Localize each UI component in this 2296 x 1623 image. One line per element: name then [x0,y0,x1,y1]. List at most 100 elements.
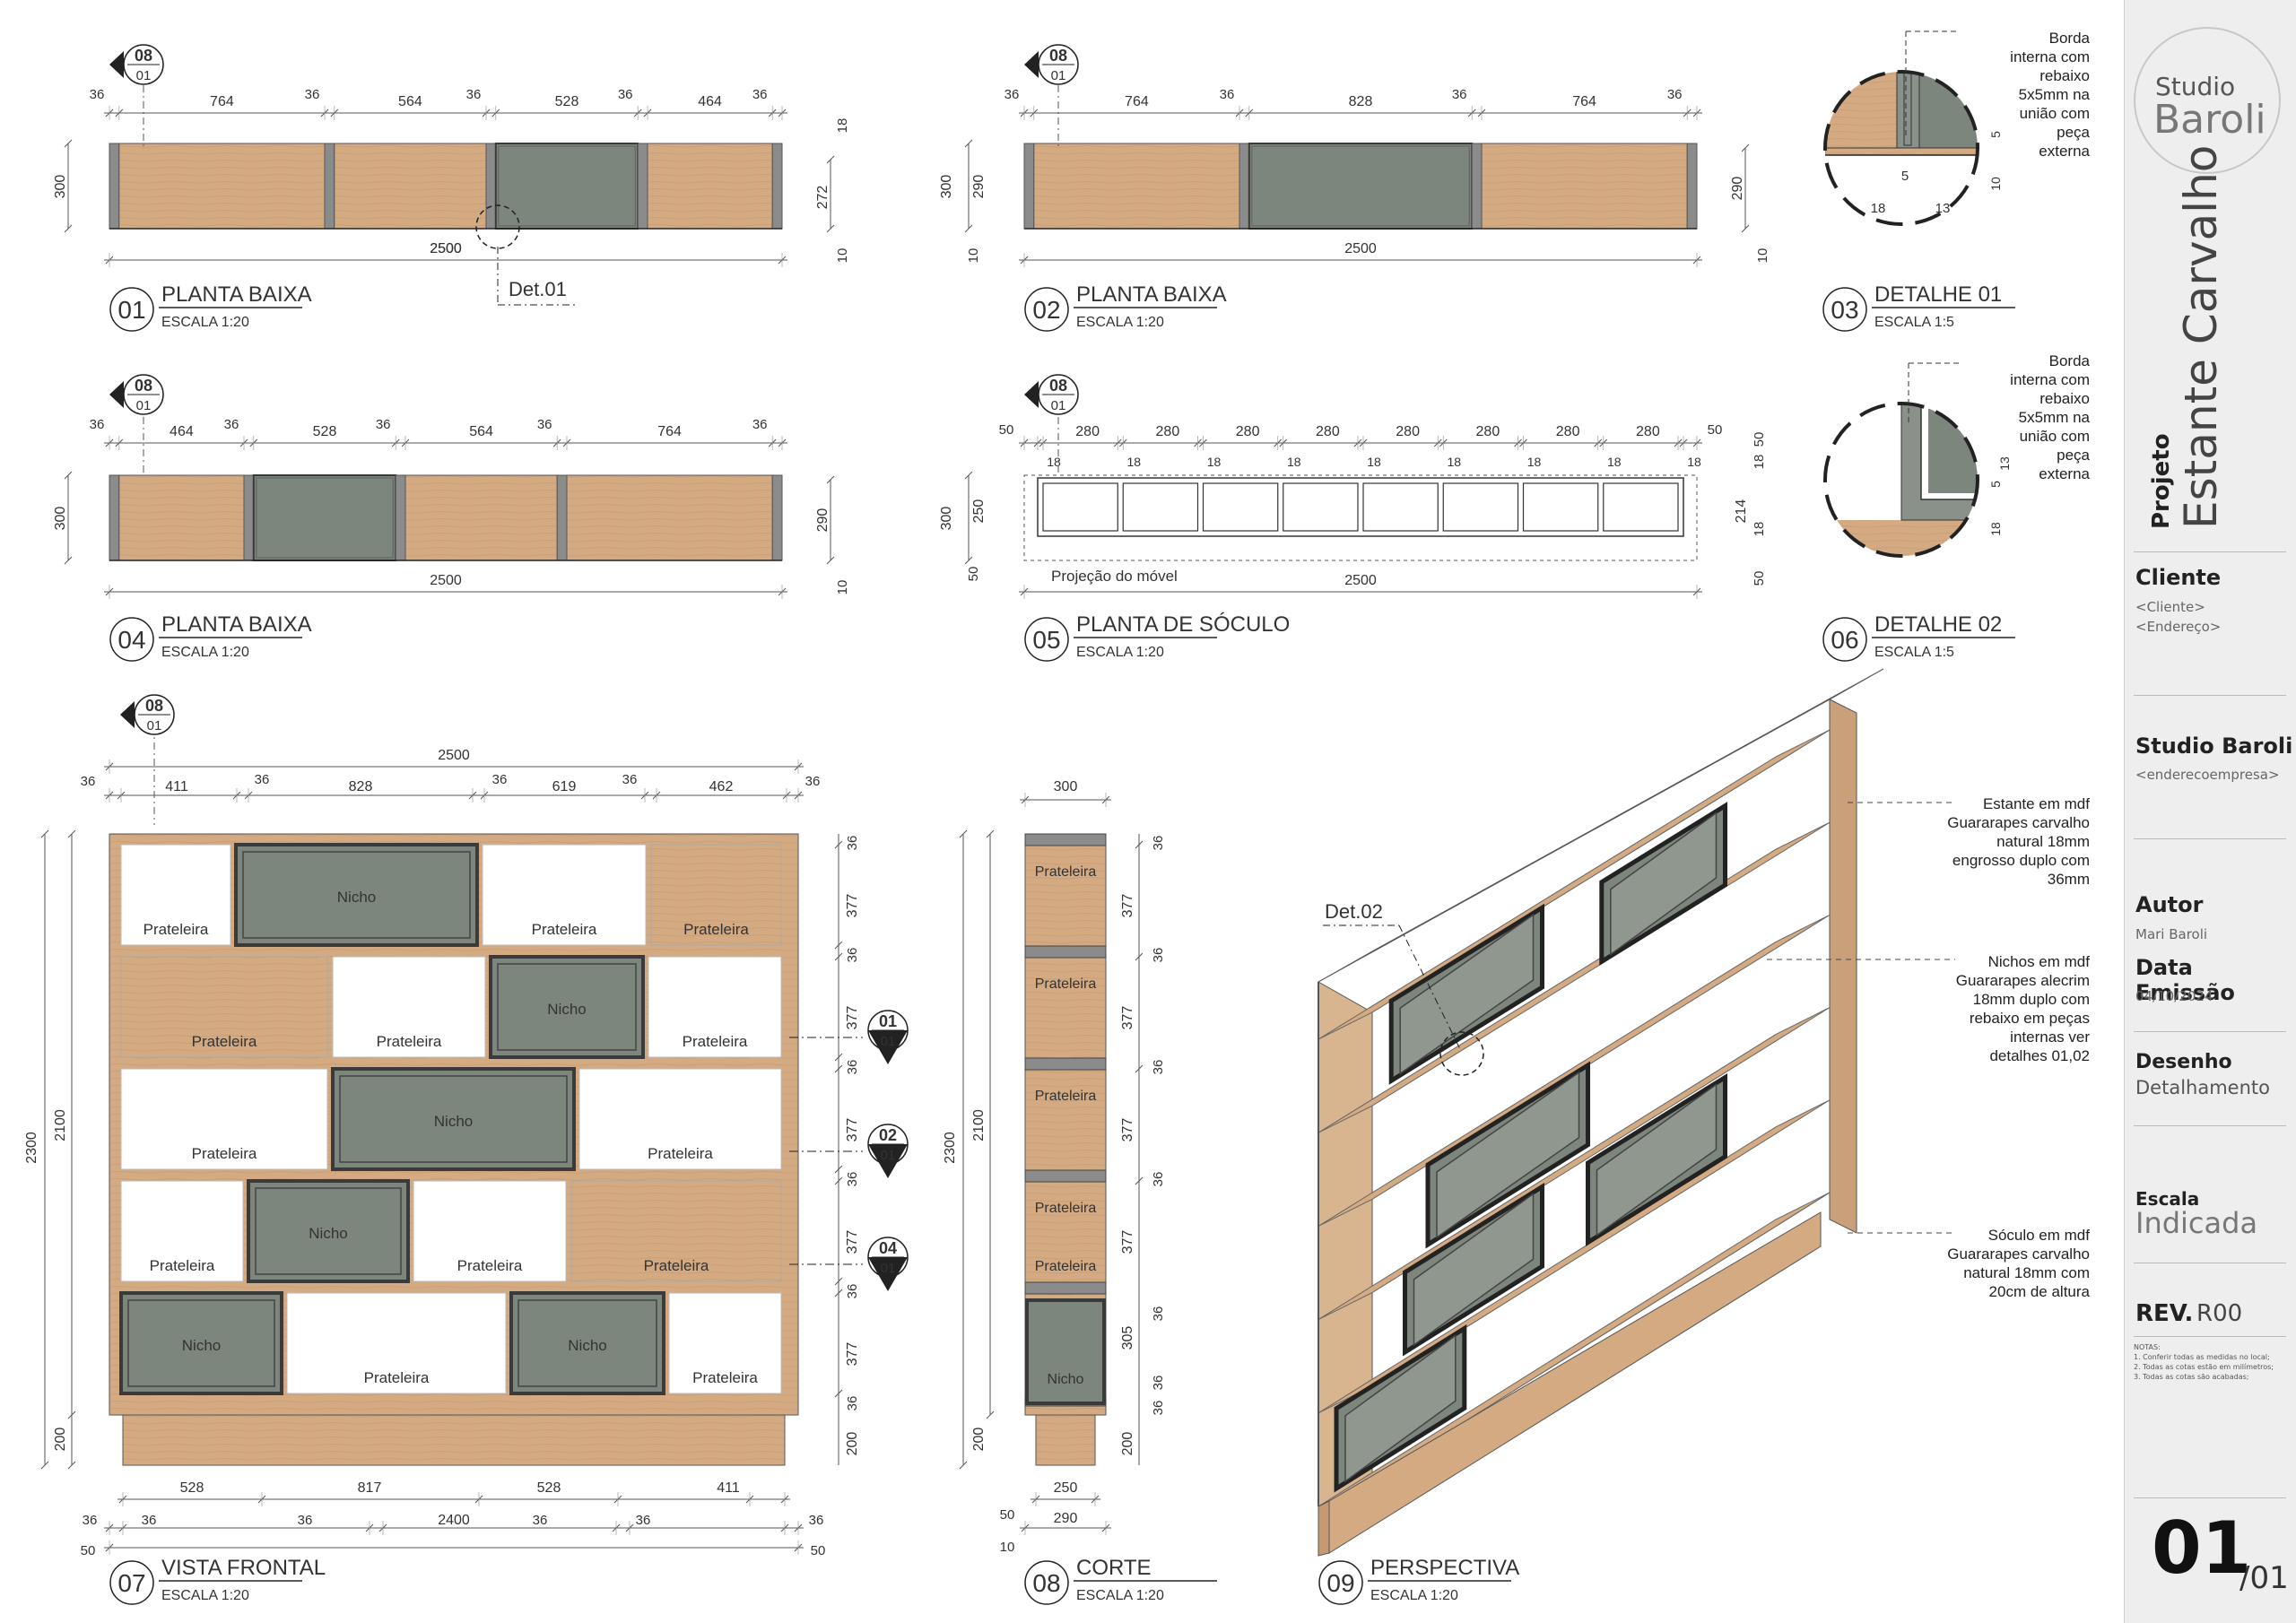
dim-label: 2500 [438,748,470,763]
dim-label: 300 [939,507,954,531]
dim-label: 214 [1734,499,1749,524]
dim-tick [64,471,73,480]
shelf-cell [668,1292,782,1394]
dim-label: 10 [1000,1540,1015,1555]
dim-label: 280 [1476,424,1500,439]
section-arrow [120,715,135,728]
shelf-cell [120,1180,244,1282]
wood-module [118,143,326,230]
side-panel [324,143,335,230]
note-line: Nichos em mdf [1988,953,2091,970]
view-title: PLANTA DE SÓCULO [1076,612,1290,637]
view-number-circle [1822,287,1867,332]
note-line: Guararapes carvalho [1947,1245,2090,1263]
dim-label: 36 [1667,87,1683,102]
view-scale: ESCALA 1:20 [1076,645,1164,660]
dim-label: 411 [717,1480,740,1496]
detail-label: Det.02 [1325,900,1383,923]
issue-date: 04/10/2024 [2135,988,2213,1004]
niche-label: Nicho [434,1113,473,1130]
wood-module [1481,143,1688,230]
dim-label: 36 [533,1513,548,1528]
detail-circle-outline [1823,402,1979,558]
dim-tick [834,1277,843,1286]
dim-label: 817 [358,1480,382,1496]
dim-label: 36 [752,417,768,432]
shelf-label: Prateleira [648,1145,713,1162]
dim-label: 36 [90,87,105,102]
section-arrow [109,51,124,65]
dim-label: 290 [971,175,987,199]
dim-label: 280 [1075,424,1100,439]
dim-tick [67,1461,76,1470]
dim-label: 377 [845,1342,860,1367]
dim-label: 50 [81,1543,96,1558]
dim-label: 36 [636,1513,651,1528]
view-title: CORTE [1076,1556,1152,1580]
dim-label: 2300 [943,1132,958,1164]
dim-label: 18 [1607,455,1622,469]
niche-label: Nicho [568,1337,606,1354]
shelf-label: Prateleira [532,921,597,938]
dim-label: 36 [466,87,482,102]
note-line: Guararapes carvalho [1947,814,2090,831]
detail-rebate [1920,404,1978,500]
dim-label: 2100 [971,1109,987,1141]
detail-leader [1398,924,1461,1050]
shelf-label: Prateleira [692,1369,758,1386]
dim-tick [1135,1176,1144,1185]
dim-tick [1135,952,1144,961]
dim-label: 764 [657,424,682,439]
section-ref-bottom: 01 [136,68,152,83]
section-ref-top: 08 [145,697,163,715]
dim-label: 50 [1752,571,1767,586]
dim-label: 36 [1452,87,1467,102]
studio-logo: Studio Baroli [2134,27,2281,174]
dim-label: 50 [1000,1507,1015,1523]
niche-inner-border [498,145,636,227]
niche-inner [517,1299,657,1387]
view-number: 02 [1032,296,1060,324]
section-arrow [120,701,135,715]
dim-tick [40,829,49,838]
detail-02-content [1825,404,1978,556]
dim-label: 13 [1935,201,1951,216]
perspective-niche-inner [1344,1334,1457,1483]
perspective-shelf [1318,1007,1831,1321]
shelf-cell [120,844,231,946]
dim-label: 377 [1120,1006,1135,1030]
dim-label: 300 [1054,779,1078,794]
plinth-cell [1122,482,1199,532]
view-title: PLANTA BAIXA [161,612,312,637]
dim-label: 36 [142,1513,157,1528]
view-title: PERSPECTIVA [1370,1556,1519,1580]
dim-tick [1741,224,1750,233]
company-address: <enderecoempresa> [2135,767,2280,783]
detail-callout-circle [475,204,520,249]
section-ref-top: 08 [135,377,152,395]
section-shelf [1024,833,1107,846]
detail-label: Det.01 [509,278,567,300]
view-number-circle [109,617,154,662]
section-ref-top: 04 [879,1239,897,1257]
dim-label: 2400 [438,1513,470,1528]
view-scale: ESCALA 1:5 [1874,645,1954,660]
niche-box [119,1291,283,1395]
note-line: internas ver [2010,1028,2090,1046]
note-line: 18mm duplo com [1973,991,2090,1008]
plinth-cell [1042,482,1118,532]
perspective-niche-inner [1610,812,1718,956]
dim-tick [1135,1064,1144,1073]
dim-label: 36 [618,87,633,102]
view-number-circle [1822,617,1867,662]
plinth-cell [1603,482,1679,532]
note-line: Estante em mdf [1983,795,2090,812]
side-panel [485,143,497,230]
logo-top-text: Studio [2155,72,2236,101]
view-title: DETALHE 02 [1874,612,2002,637]
view-number: 08 [1032,1569,1060,1597]
niche-inner [127,1299,275,1387]
dim-label: 300 [53,175,68,199]
